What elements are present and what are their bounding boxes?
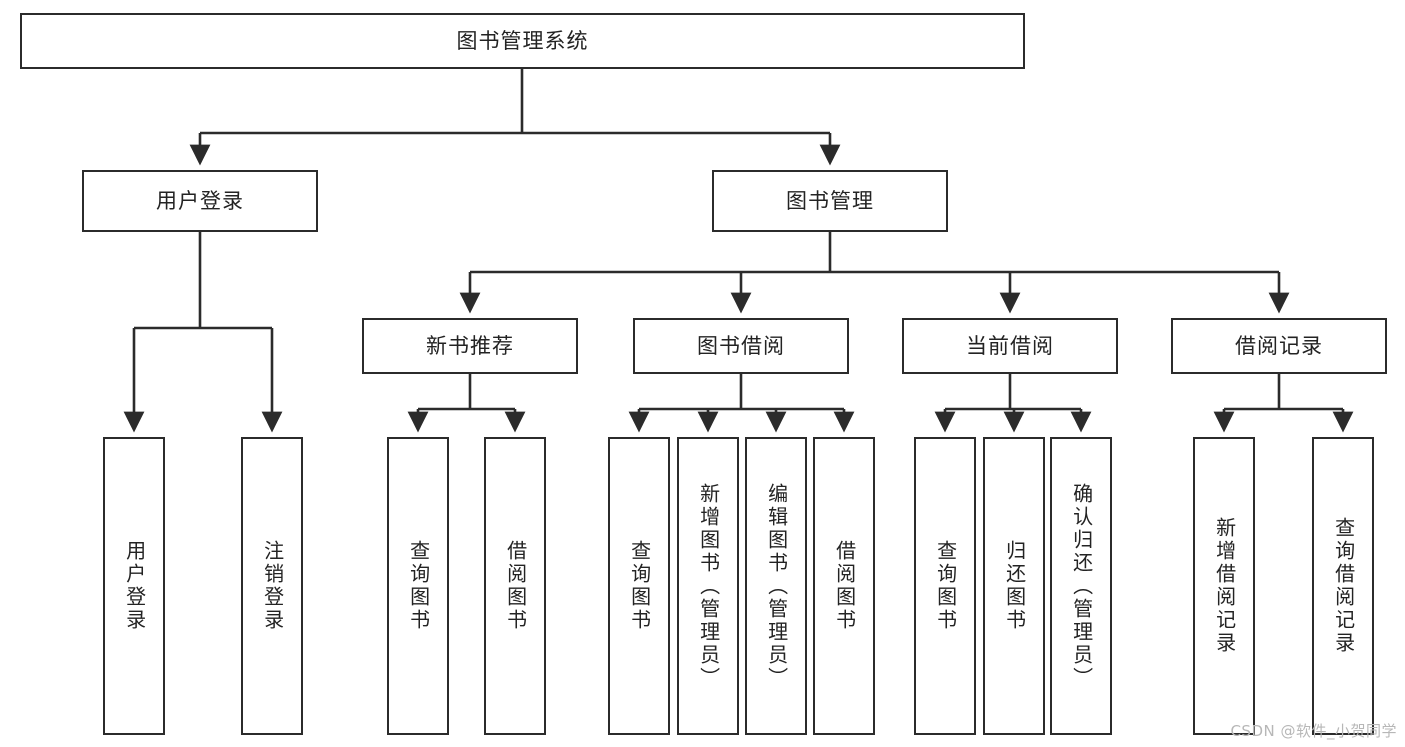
node-new-book-rec-label: 新书推荐 [426,333,514,358]
leaf-user-logout-label: 注销登录 [260,540,285,632]
csdn-watermark: CSDN @软件_小贺同学 [1230,722,1397,740]
node-new-book-rec[interactable]: 新书推荐 [362,318,578,374]
leaf-user-login[interactable]: 用户登录 [103,437,165,735]
leaf-borrow-book-1[interactable]: 借阅图书 [484,437,546,735]
node-user-login[interactable]: 用户登录 [82,170,318,232]
node-book-borrow[interactable]: 图书借阅 [633,318,849,374]
leaf-user-logout[interactable]: 注销登录 [241,437,303,735]
leaf-edit-book-label: 编辑图书（管理员） [764,482,789,690]
leaf-edit-book[interactable]: 编辑图书（管理员） [745,437,807,735]
node-book-manage-label: 图书管理 [786,188,874,213]
node-root[interactable]: 图书管理系统 [20,13,1025,69]
leaf-add-record-label: 新增借阅记录 [1212,517,1237,655]
leaf-confirm-return-label: 确认归还（管理员） [1069,482,1094,690]
leaf-query-book-3[interactable]: 查询图书 [914,437,976,735]
leaf-return-book-label: 归还图书 [1002,540,1027,632]
leaf-query-book-2[interactable]: 查询图书 [608,437,670,735]
leaf-borrow-book-1-label: 借阅图书 [503,540,528,632]
node-borrow-record-label: 借阅记录 [1235,333,1323,358]
leaf-borrow-book-2-label: 借阅图书 [832,540,857,632]
leaf-add-record[interactable]: 新增借阅记录 [1193,437,1255,735]
leaf-query-record-label: 查询借阅记录 [1331,517,1356,655]
leaf-query-book-3-label: 查询图书 [933,540,958,632]
leaf-query-record[interactable]: 查询借阅记录 [1312,437,1374,735]
leaf-confirm-return[interactable]: 确认归还（管理员） [1050,437,1112,735]
node-current-borrow-label: 当前借阅 [966,333,1054,358]
node-book-manage[interactable]: 图书管理 [712,170,948,232]
leaf-add-book[interactable]: 新增图书（管理员） [677,437,739,735]
leaf-query-book-2-label: 查询图书 [627,540,652,632]
leaf-add-book-label: 新增图书（管理员） [696,482,721,690]
node-book-borrow-label: 图书借阅 [697,333,785,358]
leaf-return-book[interactable]: 归还图书 [983,437,1045,735]
leaf-query-book-1[interactable]: 查询图书 [387,437,449,735]
node-borrow-record[interactable]: 借阅记录 [1171,318,1387,374]
leaf-query-book-1-label: 查询图书 [406,540,431,632]
node-user-login-label: 用户登录 [156,188,244,213]
leaf-user-login-label: 用户登录 [122,540,147,632]
node-current-borrow[interactable]: 当前借阅 [902,318,1118,374]
node-root-label: 图书管理系统 [456,28,589,53]
leaf-borrow-book-2[interactable]: 借阅图书 [813,437,875,735]
